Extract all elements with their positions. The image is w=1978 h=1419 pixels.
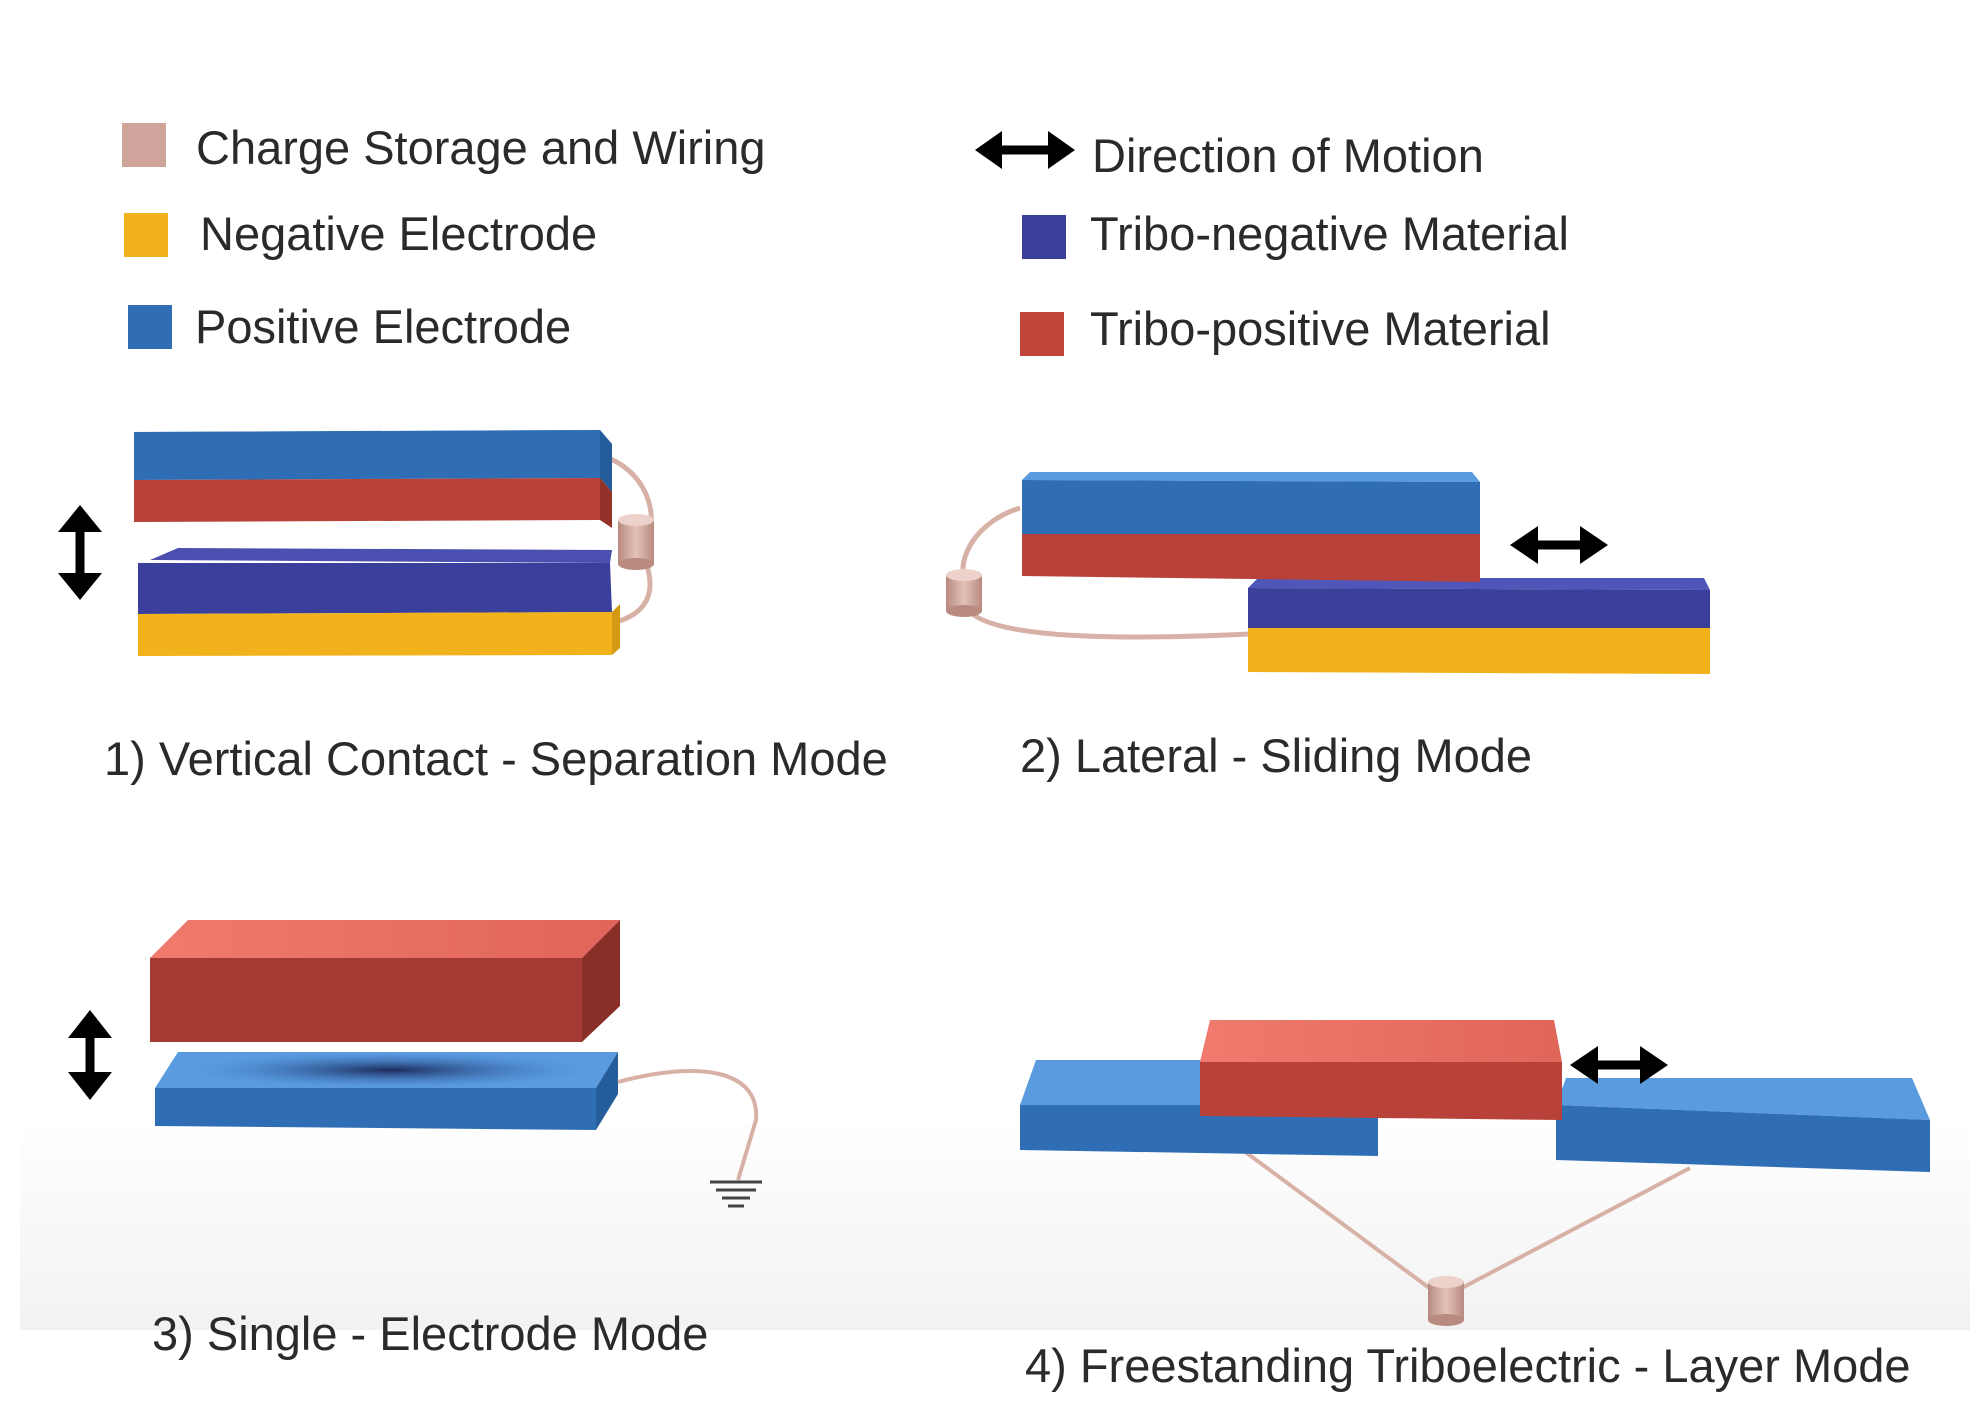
charge-storage-cylinder xyxy=(618,514,654,570)
legend-label: Tribo-positive Material xyxy=(1090,302,1551,355)
mode-4-freestanding-layer: 4) Freestanding Triboelectric - Layer Mo… xyxy=(1020,1020,1930,1392)
horizontal-double-arrow-icon xyxy=(1570,1046,1668,1084)
lower-tribo-negative-top-face xyxy=(1248,578,1710,590)
bottom-electrode-front xyxy=(138,612,612,656)
legend-item-direction: Direction of Motion xyxy=(975,129,1484,182)
horizontal-double-arrow-icon xyxy=(1510,526,1608,564)
charge-storage-cylinder xyxy=(946,569,982,617)
top-tribo-positive-front xyxy=(134,478,600,522)
wire xyxy=(1457,1166,1691,1292)
legend: Charge Storage and Wiring Negative Elect… xyxy=(122,121,1569,356)
legend-item-tribo-positive: Tribo-positive Material xyxy=(1020,302,1551,356)
legend-label: Negative Electrode xyxy=(200,207,597,260)
legend-item-positive-electrode: Positive Electrode xyxy=(128,300,571,353)
right-electrode-top-face xyxy=(1556,1078,1930,1120)
right-electrode-front xyxy=(1556,1105,1930,1172)
mode-2-lateral-sliding: 2) Lateral - Sliding Mode xyxy=(946,472,1710,782)
legend-item-charge-storage: Charge Storage and Wiring xyxy=(122,121,766,174)
electrode-side xyxy=(596,1052,618,1130)
vertical-double-arrow-icon xyxy=(68,1010,112,1100)
positive-electrode-swatch xyxy=(128,305,172,349)
negative-electrode-swatch xyxy=(124,213,168,257)
tribo-positive-block-side xyxy=(582,920,620,1042)
top-electrode-side xyxy=(600,430,612,492)
ground-wire xyxy=(617,1069,759,1181)
tribo-positive-block-front xyxy=(150,958,582,1042)
tribo-positive-layer-front xyxy=(1200,1062,1562,1120)
upper-electrode-front xyxy=(1022,480,1480,534)
upper-tribo-positive-front xyxy=(1022,534,1480,582)
mode-caption: 1) Vertical Contact - Separation Mode xyxy=(104,732,888,785)
double-arrow-icon xyxy=(975,131,1075,169)
legend-item-negative-electrode: Negative Electrode xyxy=(124,207,597,260)
left-electrode-front xyxy=(1020,1105,1378,1156)
tribo-positive-layer-top-face xyxy=(1200,1020,1562,1062)
legend-item-tribo-negative: Tribo-negative Material xyxy=(1022,207,1569,260)
mode-caption: 2) Lateral - Sliding Mode xyxy=(1020,729,1532,782)
charge-storage-cylinder xyxy=(1428,1276,1464,1326)
lower-electrode-front xyxy=(1248,628,1710,674)
mode-3-single-electrode: 3) Single - Electrode Mode xyxy=(68,920,762,1360)
legend-label: Tribo-negative Material xyxy=(1090,207,1569,260)
tribo-positive-swatch xyxy=(1020,312,1064,356)
bottom-electrode-side xyxy=(612,604,620,655)
mode-caption: 4) Freestanding Triboelectric - Layer Mo… xyxy=(1025,1339,1911,1392)
legend-label: Direction of Motion xyxy=(1092,129,1484,182)
electrode-front xyxy=(155,1088,596,1130)
vertical-double-arrow-icon xyxy=(58,505,102,600)
mode-caption: 3) Single - Electrode Mode xyxy=(152,1307,708,1360)
charge-storage-swatch xyxy=(122,123,166,167)
lower-tribo-negative-front xyxy=(1248,588,1710,628)
bottom-tribo-negative-top-face xyxy=(150,548,612,563)
bottom-tribo-negative-front xyxy=(138,563,612,614)
ground-icon xyxy=(710,1180,762,1208)
legend-label: Charge Storage and Wiring xyxy=(196,121,766,174)
tribo-negative-swatch xyxy=(1022,215,1066,259)
top-electrode-front xyxy=(134,430,600,480)
electrode-shadow xyxy=(190,1052,590,1088)
mode-1-vertical-contact-separation: 1) Vertical Contact - Separation Mode xyxy=(58,430,888,785)
upper-electrode-top-face xyxy=(1022,472,1480,482)
legend-label: Positive Electrode xyxy=(195,300,571,353)
tribo-positive-block-top-face xyxy=(150,920,620,958)
wire xyxy=(1238,1146,1434,1292)
top-tribo-positive-side xyxy=(600,478,612,528)
